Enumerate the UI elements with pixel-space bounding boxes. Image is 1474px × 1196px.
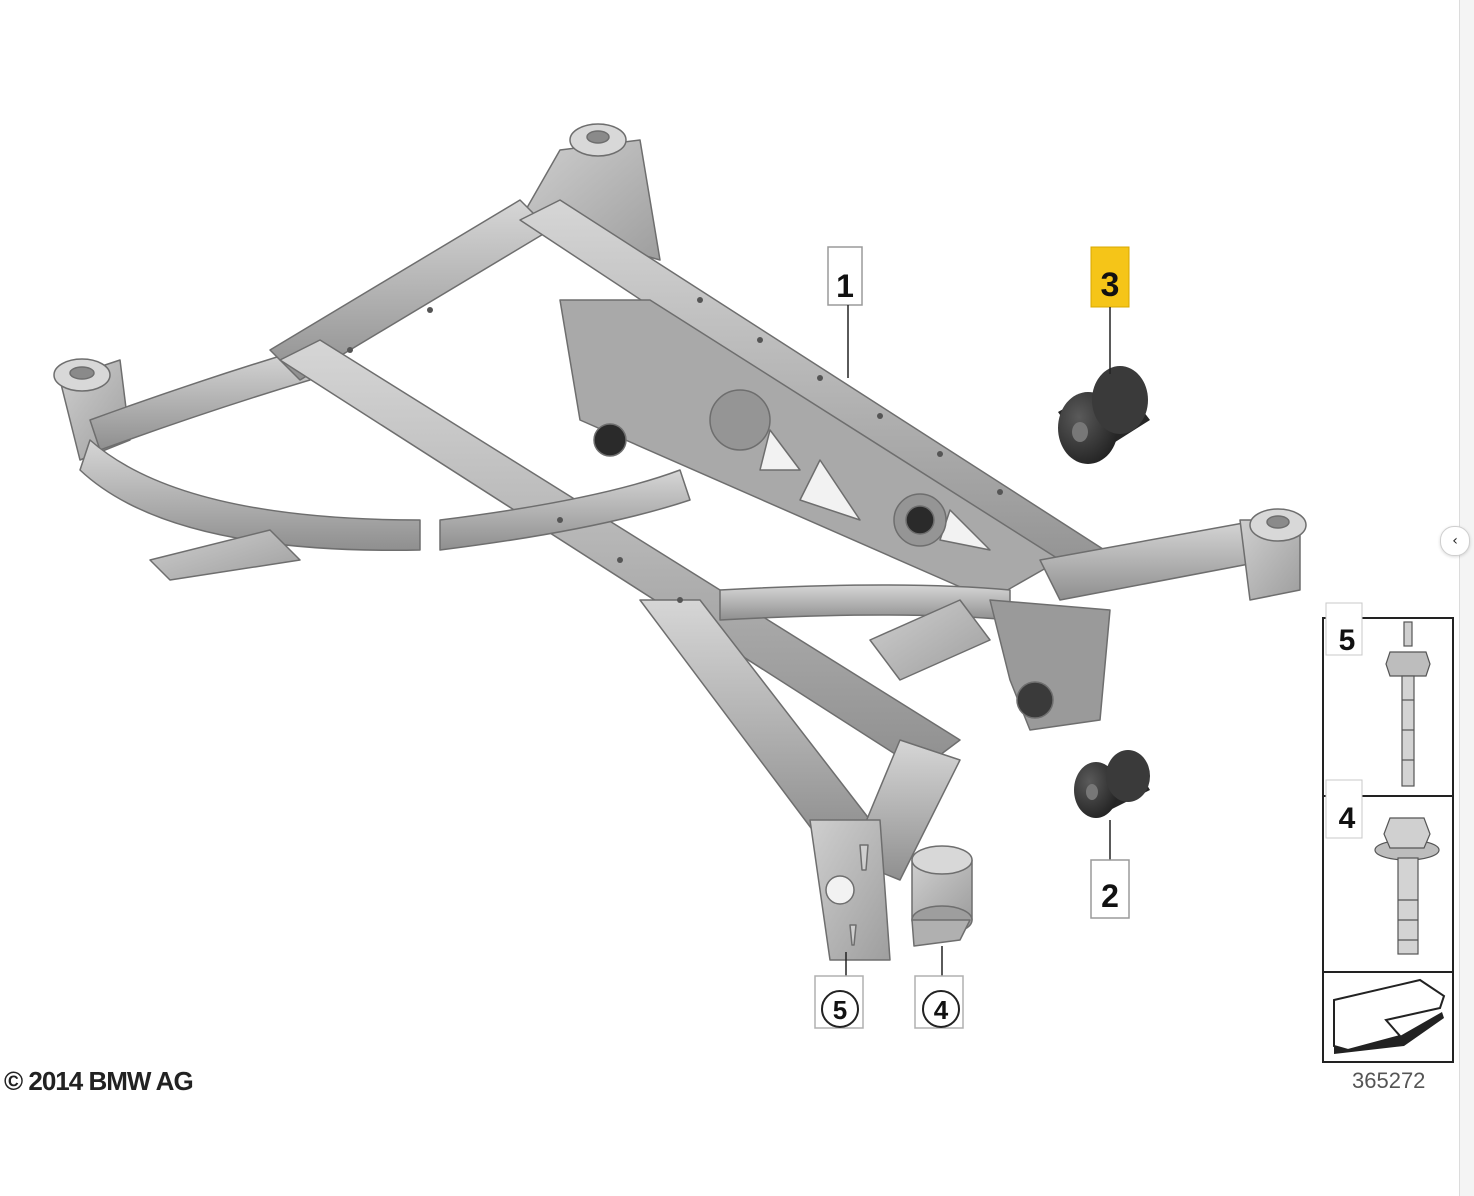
beam-holes [347,297,1003,603]
svg-text:4: 4 [1339,802,1356,835]
flange-bolt-icon [1374,817,1440,955]
panel-item-5[interactable]: 5 [1325,602,1431,787]
right-edge-panel [1459,0,1474,1196]
panel-item-4[interactable]: 4 [1325,779,1440,955]
bushing-large [1058,366,1150,464]
svg-text:5: 5 [833,995,847,1025]
svg-text:3: 3 [1101,266,1120,304]
svg-text:5: 5 [1339,624,1356,657]
svg-text:1: 1 [836,268,854,304]
direction-arrow-icon [1333,978,1446,1054]
callout-2[interactable]: 2 [1090,820,1130,919]
parts-panel: 5 4 [1322,602,1454,1063]
svg-text:2: 2 [1101,878,1119,914]
diagram-number: 365272 [1352,1068,1426,1093]
collapse-tab[interactable]: ‹ [1440,526,1470,556]
rear-subframe [53,123,1307,961]
callout-3-highlighted[interactable]: 3 [1090,246,1130,374]
callout-5-circled[interactable]: 5 [814,952,864,1029]
svg-text:4: 4 [934,995,949,1025]
callout-4-circled[interactable]: 4 [914,946,964,1029]
chevron-left-icon: ‹ [1452,533,1458,549]
callout-1[interactable]: 1 [827,246,863,378]
copyright-text: © 2014 BMW AG [4,1066,194,1096]
bushing-small [1074,750,1150,818]
stud-bolt-icon [1385,621,1431,787]
